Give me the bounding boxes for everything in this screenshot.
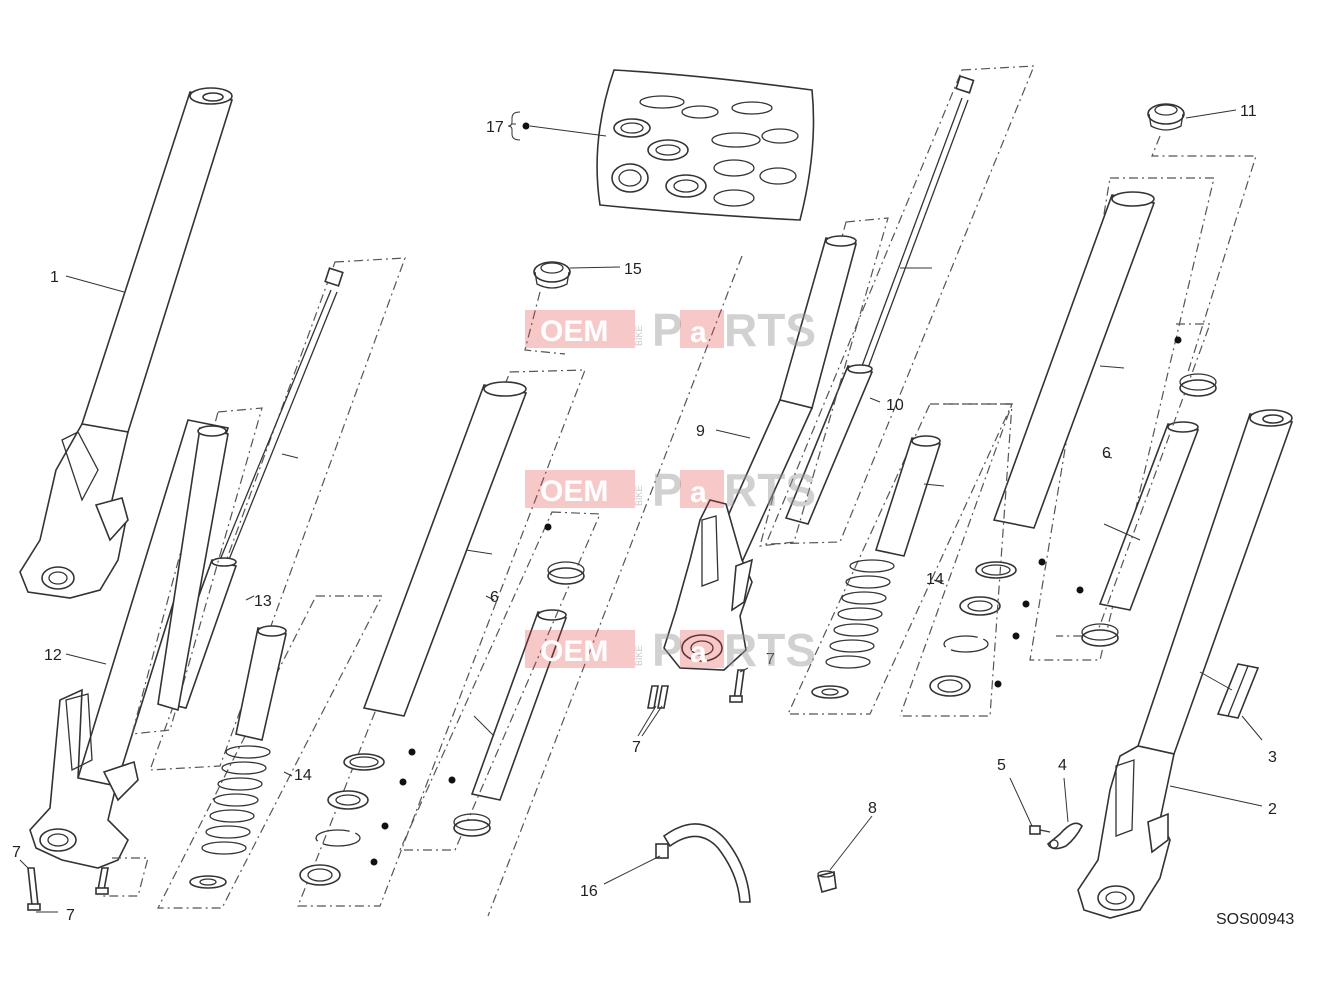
svg-text:P: P (652, 304, 683, 356)
fork-cap-11[interactable] (1147, 103, 1185, 131)
screw-5[interactable] (1029, 825, 1051, 835)
center-axis (487, 255, 743, 917)
tube-6-center[interactable] (992, 177, 1215, 661)
bushing-left-a[interactable] (547, 561, 585, 585)
svg-text:BIKE: BIKE (634, 645, 644, 666)
clamp-16[interactable] (655, 823, 751, 903)
dash-cap-15 (524, 291, 566, 355)
fork-leg-1[interactable] (19, 87, 234, 599)
svg-text:P: P (652, 464, 683, 516)
callout-5: 5 (997, 757, 1006, 774)
seal-ring-right-2[interactable] (959, 596, 1001, 616)
callout-7-b: 7 (66, 907, 75, 924)
callout-6-right: 6 (1102, 445, 1111, 462)
clip-right[interactable] (943, 635, 989, 653)
bolt-7-left-a[interactable] (27, 867, 41, 911)
callout-2: 2 (1268, 801, 1277, 818)
svg-text:P: P (652, 624, 683, 676)
callout-15: 15 (624, 261, 642, 278)
tube-6-left[interactable] (297, 369, 601, 907)
callout-8: 8 (868, 800, 877, 817)
bolt-7-left-b[interactable] (95, 867, 109, 895)
callouts: 1 2 3 4 5 6 6 6 7 7 7 7 8 9 10 11 12 13 … (12, 103, 1294, 928)
bushing-left-b[interactable] (453, 813, 491, 837)
inner-tube-left[interactable] (131, 407, 263, 735)
bolt-7-center-b[interactable] (729, 669, 745, 703)
callout-17: 17 (486, 119, 504, 136)
dash-cap-11 (1151, 135, 1257, 373)
svg-text:BIKE: BIKE (634, 325, 644, 346)
svg-text:RTS: RTS (724, 464, 816, 516)
dash-seals-right (899, 403, 1013, 717)
seal-ring-right-3[interactable] (929, 675, 971, 697)
bushing-right-a[interactable] (1179, 373, 1217, 397)
bolt-7-center-a[interactable] (647, 685, 669, 709)
dots-left (370, 523, 552, 866)
clip-4[interactable] (1047, 822, 1083, 850)
bushing-right-b[interactable] (1081, 623, 1119, 647)
svg-text:OEM: OEM (540, 315, 608, 348)
seal-ring-left-1[interactable] (343, 753, 385, 771)
callout-7-c: 7 (632, 739, 641, 756)
seal-ring-left-3[interactable] (299, 864, 341, 886)
callout-11: 11 (1240, 103, 1257, 120)
svg-text:OEM: OEM (540, 635, 608, 668)
callout-3: 3 (1268, 749, 1277, 766)
spring-14-right[interactable] (787, 403, 1013, 715)
dash-seals-right-2 (900, 403, 1013, 717)
fork-leg-9[interactable] (663, 217, 889, 671)
callout-1: 1 (50, 269, 59, 286)
guard-3[interactable] (1216, 663, 1260, 719)
callout-7-d: 7 (766, 651, 775, 668)
callout-13: 13 (254, 593, 272, 610)
svg-text:RTS: RTS (724, 304, 816, 356)
callout-10: 10 (886, 397, 904, 414)
watermark-2: OEM BIKE P a RTS (525, 464, 816, 516)
svg-text:a: a (690, 636, 707, 669)
svg-text:a: a (690, 476, 707, 509)
dot-17 (522, 122, 530, 130)
cap-8[interactable] (817, 870, 837, 893)
seal-ring-left-2[interactable] (327, 790, 369, 810)
callout-14-right: 14 (926, 571, 944, 588)
callout-16: 16 (580, 883, 598, 900)
fork-cap-15[interactable] (533, 261, 571, 289)
callout-7-a: 7 (12, 844, 21, 861)
dots-right (994, 336, 1182, 688)
callout-4: 4 (1058, 757, 1067, 774)
leader-lines (19, 109, 1263, 913)
brace-17 (507, 111, 521, 141)
callout-9: 9 (696, 423, 705, 440)
seal-ring-right-1[interactable] (975, 561, 1017, 579)
callout-14-left: 14 (294, 767, 312, 784)
svg-text:OEM: OEM (540, 475, 608, 508)
diagram-code: SOS00943 (1216, 911, 1294, 928)
watermark-3: OEM BIKE P a RTS (525, 624, 816, 676)
watermark-1: OEM BIKE P a RTS (525, 304, 816, 356)
svg-text:BIKE: BIKE (634, 485, 644, 506)
callout-12: 12 (44, 647, 62, 664)
svg-text:a: a (690, 316, 707, 349)
clip-left[interactable] (315, 829, 361, 847)
damper-10[interactable] (765, 65, 1035, 545)
spring-14-left[interactable] (157, 595, 383, 909)
svg-text:RTS: RTS (724, 624, 816, 676)
fork-leg-2[interactable] (1077, 409, 1294, 919)
seal-kit-17[interactable] (596, 69, 815, 221)
callout-6-left: 6 (490, 589, 499, 606)
